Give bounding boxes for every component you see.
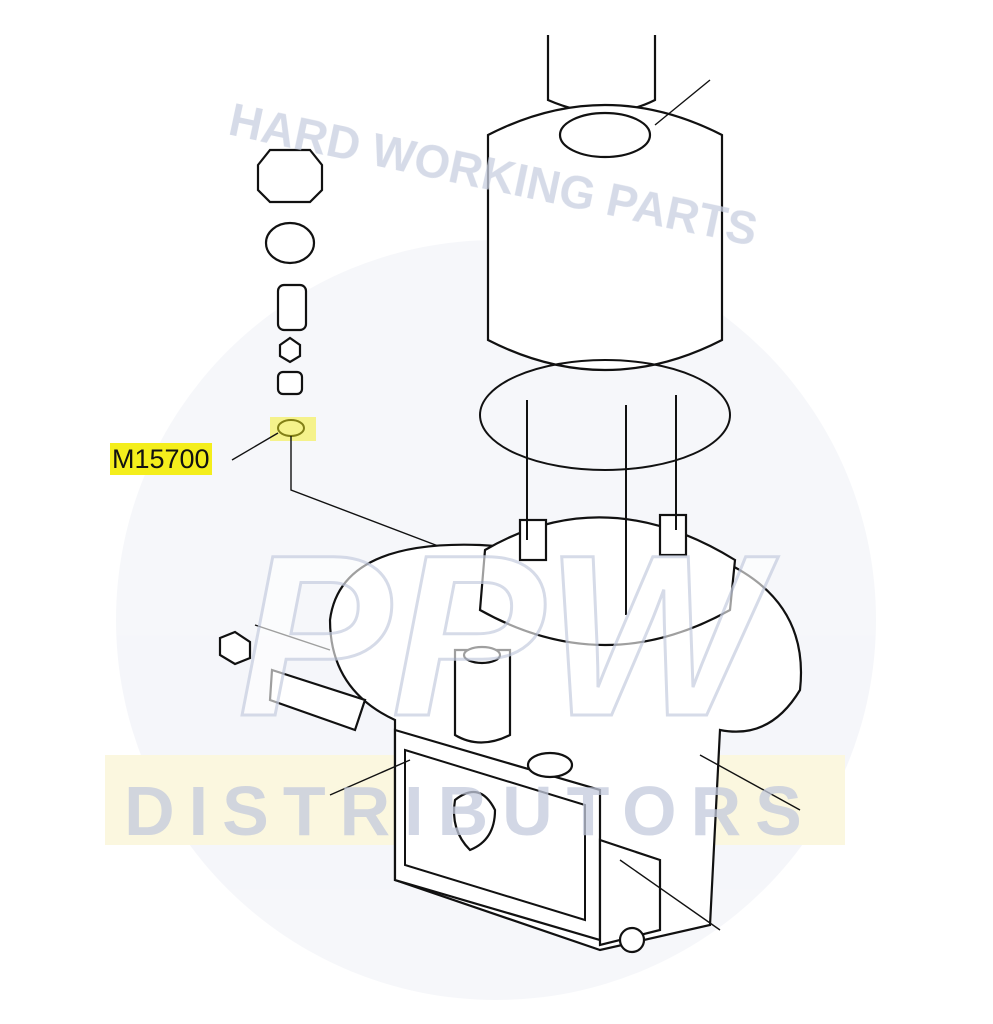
column-upper [479,35,731,471]
housing-body [218,395,803,954]
part-number-callout: M15700 [110,443,212,475]
watermark-bottom-text: DISTRIBUTORS [124,772,816,850]
watermark-logo-text: PPW [238,507,779,764]
small-parts-stack [231,148,546,761]
